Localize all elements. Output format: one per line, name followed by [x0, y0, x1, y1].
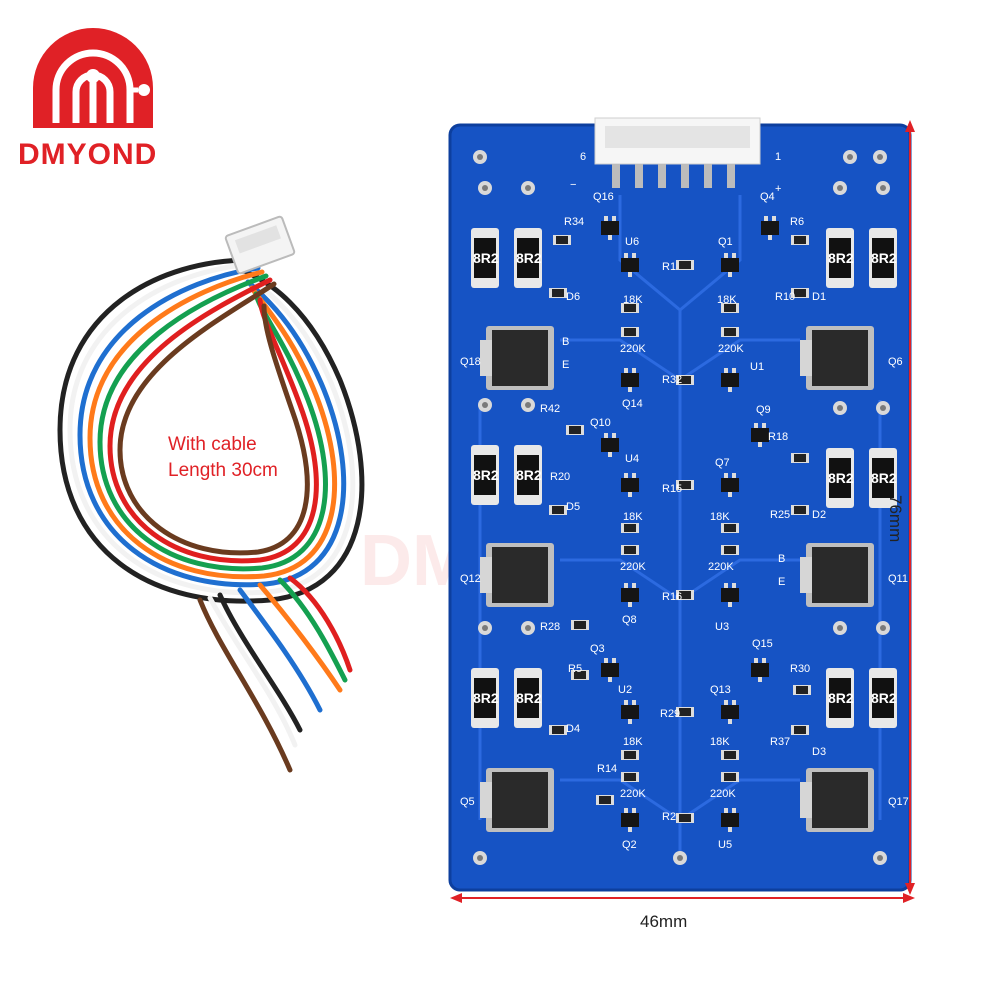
label-r25: R25: [770, 509, 790, 521]
label-u5: U5: [718, 839, 732, 851]
label-q17: Q17: [888, 796, 909, 808]
label-u4: U4: [625, 453, 639, 465]
dimension-height-label: 76mm: [886, 495, 905, 543]
resistor-marking: 8R2: [473, 467, 499, 483]
cable-length-label: With cable Length 30cm: [168, 432, 278, 484]
label-r14: R14: [597, 763, 617, 775]
label-220k-e: 220K: [620, 788, 646, 800]
connector-label-right: 1: [775, 151, 781, 163]
label-220k-b: 220K: [718, 343, 744, 355]
label-r10: R10: [775, 291, 795, 303]
label-u6: U6: [625, 236, 639, 248]
brand-logo-icon: [33, 28, 153, 128]
resistor-marking: 8R2: [473, 690, 499, 706]
label-q5: Q5: [460, 796, 475, 808]
connector-label-left: 6: [580, 151, 586, 163]
label-r2: R2: [662, 811, 676, 823]
resistor-marking: 8R2: [828, 250, 854, 266]
label-q1: Q1: [718, 236, 733, 248]
label-220k-d: 220K: [708, 561, 734, 573]
label-b-a: B: [562, 336, 569, 348]
label-u3: U3: [715, 621, 729, 633]
label-r1: R1: [662, 261, 676, 273]
label-r5: R5: [568, 663, 582, 675]
resistor-marking: 8R2: [828, 470, 854, 486]
resistor-marking: 8R2: [871, 250, 897, 266]
dimension-lines: [450, 120, 915, 903]
label-d5: D5: [566, 501, 580, 513]
label-r16: R16: [662, 591, 682, 603]
resistor-marking: 8R2: [516, 467, 542, 483]
label-q2: Q2: [622, 839, 637, 851]
label-d6: D6: [566, 291, 580, 303]
label-u1: U1: [750, 361, 764, 373]
resistor-marking: 8R2: [871, 470, 897, 486]
label-220k-f: 220K: [710, 788, 736, 800]
label-q9: Q9: [756, 404, 771, 416]
label-e-a: E: [562, 359, 569, 371]
label-q3: Q3: [590, 643, 605, 655]
label-18k-a: 18K: [623, 294, 643, 306]
cable-image: [57, 215, 365, 773]
connector-plus: +: [775, 183, 781, 195]
label-q11: Q11: [888, 573, 908, 585]
label-d4: D4: [566, 723, 580, 735]
label-r28: R28: [540, 621, 560, 633]
label-18k-d: 18K: [710, 511, 730, 523]
label-q16: Q16: [593, 191, 614, 203]
label-220k-c: 220K: [620, 561, 646, 573]
label-q18: Q18: [460, 356, 481, 368]
label-r30: R30: [790, 663, 810, 675]
resistor-marking: 8R2: [516, 250, 542, 266]
resistor-marking: 8R2: [828, 690, 854, 706]
label-220k-a: 220K: [620, 343, 646, 355]
label-q4: Q4: [760, 191, 775, 203]
label-u2: U2: [618, 684, 632, 696]
label-d2: D2: [812, 509, 826, 521]
label-q6: Q6: [888, 356, 903, 368]
label-r29: R29: [660, 708, 680, 720]
dimension-width-label: 46mm: [640, 912, 688, 931]
label-r34: R34: [564, 216, 584, 228]
connector-minus: −: [570, 179, 576, 191]
label-q10: Q10: [590, 417, 611, 429]
label-r6: R6: [790, 216, 804, 228]
label-q14: Q14: [622, 398, 643, 410]
label-q8: Q8: [622, 614, 637, 626]
brand-name: DMYOND: [18, 138, 158, 171]
label-18k-c: 18K: [623, 511, 643, 523]
label-e-b: E: [778, 576, 785, 588]
resistor-marking: 8R2: [473, 250, 499, 266]
label-q15: Q15: [752, 638, 773, 650]
cable-label-line2: Length 30cm: [168, 460, 278, 481]
label-d1: D1: [812, 291, 826, 303]
label-18k-e: 18K: [623, 736, 643, 748]
label-q13: Q13: [710, 684, 731, 696]
label-r42: R42: [540, 403, 560, 415]
label-18k-f: 18K: [710, 736, 730, 748]
label-r37: R37: [770, 736, 790, 748]
label-r18: R18: [768, 431, 788, 443]
resistor-marking: 8R2: [871, 690, 897, 706]
label-18k-b: 18K: [717, 294, 737, 306]
label-d3: D3: [812, 746, 826, 758]
label-r15: R15: [662, 483, 682, 495]
label-q7: Q7: [715, 457, 730, 469]
label-q12: Q12: [460, 573, 481, 585]
resistor-marking: 8R2: [516, 690, 542, 706]
label-b-b: B: [778, 553, 785, 565]
cable-label-line1: With cable: [168, 434, 257, 455]
label-r32: R32: [662, 374, 682, 386]
label-r20: R20: [550, 471, 570, 483]
